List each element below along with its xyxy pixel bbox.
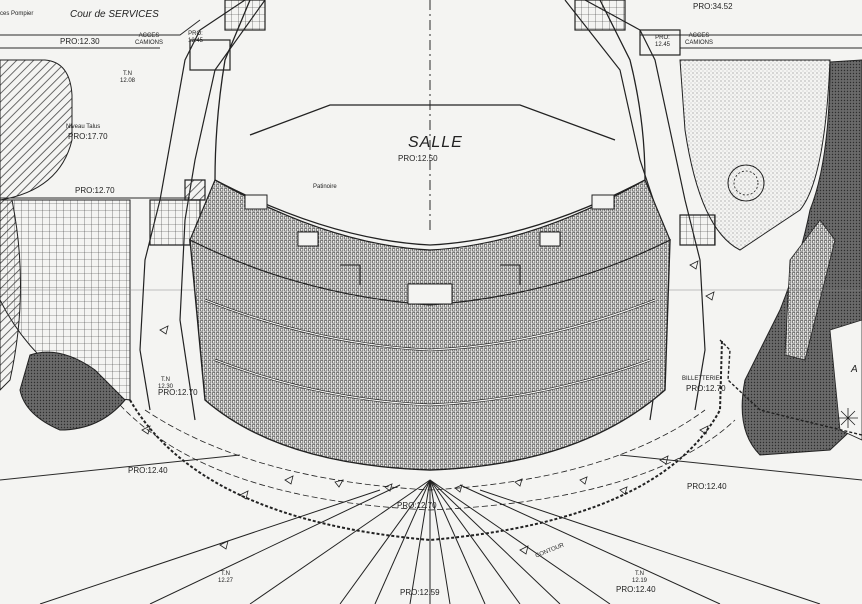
label-pro-1240-bottom: PRO:12.40: [616, 585, 656, 594]
label-patinoire: Patinoire: [313, 184, 337, 190]
label-tn-1208: T.N 12.08: [120, 71, 136, 84]
label-acces-camions-right: ACCES CAMIONS: [685, 33, 714, 46]
label-pro-1250: PRO:12.50: [398, 154, 438, 163]
right-landscape: [679, 59, 862, 456]
seating-bowl: [189, 179, 671, 471]
label-pro-3452: PRO:34.52: [693, 2, 733, 11]
label-corner-a: A: [851, 364, 858, 375]
label-pro-1240-left: PRO:12.40: [128, 466, 168, 475]
label-pro-1770: PRO:17.70: [68, 132, 108, 141]
label-pro-1259: PRO:12.59: [400, 588, 440, 597]
label-billetterie: BILLETTERIE: [682, 376, 720, 382]
label-tn-1219: T.N 12.19: [632, 571, 648, 584]
radiating-paths: [39, 479, 821, 604]
left-landscape: [0, 59, 131, 431]
label-pro-1245-right: PRO: 12.45: [655, 35, 671, 48]
salle-outline: [214, 0, 646, 246]
label-pompier: ces Pompier: [0, 11, 34, 17]
label-tn-1230: T.N 12.30: [158, 377, 174, 390]
label-tn-1227: T.N 12.27: [218, 571, 234, 584]
label-pro-1245-left: PRO: 12.45: [188, 31, 204, 44]
label-cour-services: Cour de SERVICES: [70, 9, 159, 20]
site-lines: [0, 0, 862, 481]
label-niveau-talus: Niveau Talus: [66, 124, 101, 130]
label-pro-1270-right: PRO:12.70: [686, 384, 726, 393]
left-wing: [139, 0, 266, 421]
right-wing: [564, 0, 716, 421]
label-pro-1270-left: PRO:12.70: [75, 186, 115, 195]
label-pro-1230-top: PRO:12.30: [60, 37, 100, 46]
label-pro-1240-right: PRO:12.40: [687, 482, 727, 491]
level-arrows: [141, 260, 715, 555]
tree-symbol: [838, 408, 858, 428]
label-salle: SALLE: [408, 134, 463, 151]
label-pro-1270-bottom: PRO:12.70: [397, 501, 437, 510]
label-pro-1270-mid: PRO:12.70: [158, 388, 198, 397]
label-acces-camions-left: ACCES CAMIONS: [135, 33, 164, 46]
